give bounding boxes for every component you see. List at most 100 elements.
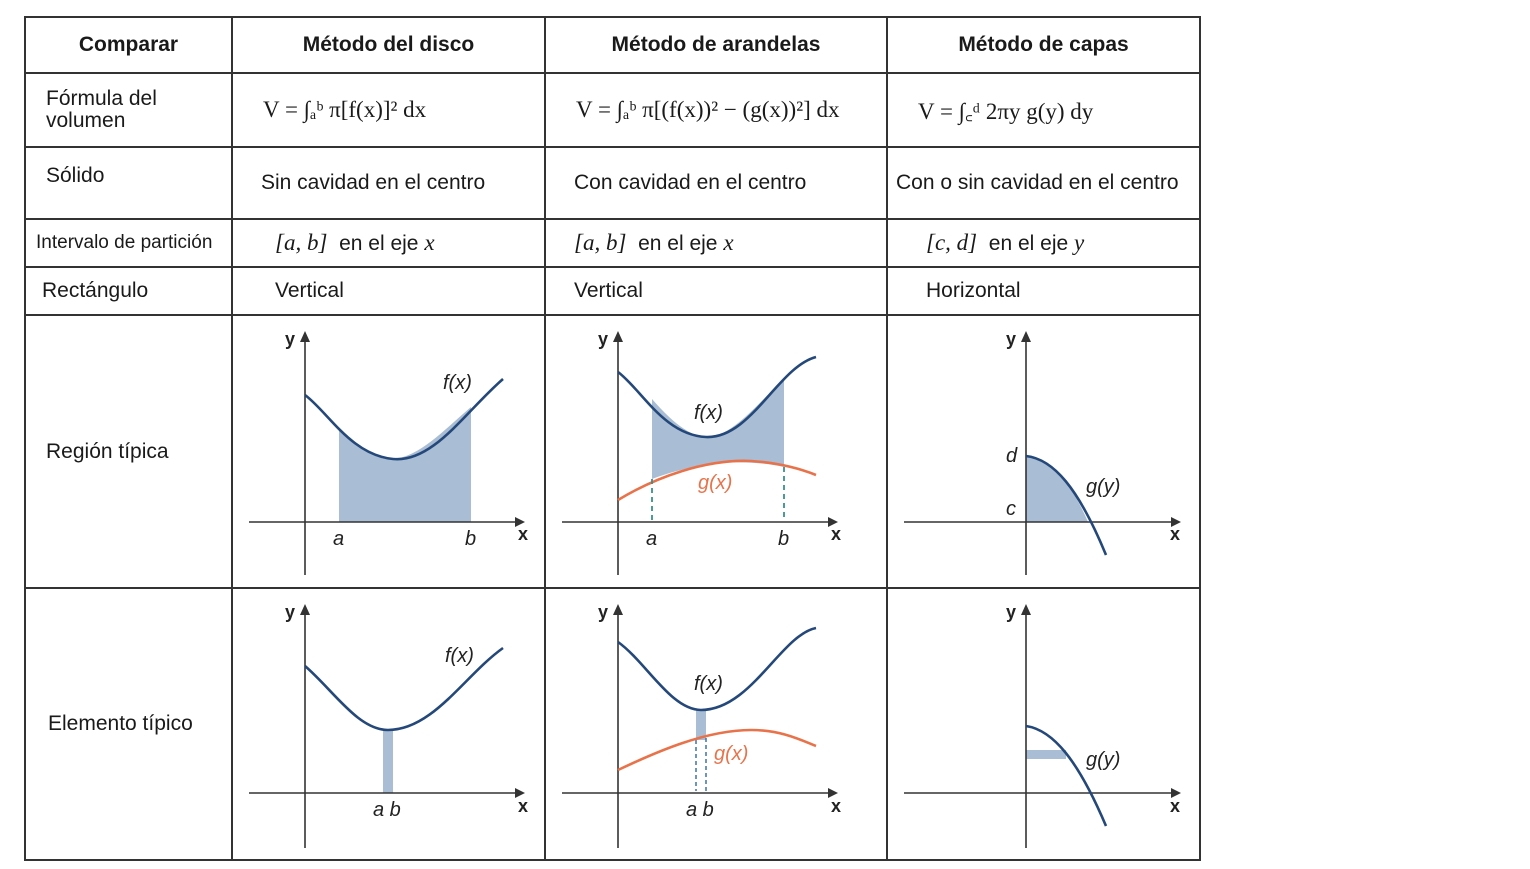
comparison-table: Comparar Método del disco Método de aran… (24, 16, 1201, 861)
solid-label: Sólido (24, 146, 233, 220)
washer-formula: V = ∫ₐᵇ π[(f(x))² − (g(x))²] dx (544, 72, 888, 148)
c-label: c (1006, 498, 1016, 520)
formula-row: Fórmula del volumen V = ∫ₐᵇ π[f(x)]² dx … (24, 72, 1201, 148)
shell-interval-text: en el eje (988, 232, 1069, 255)
x-axis-arrow-icon (828, 517, 838, 527)
f-label: f(x) (445, 645, 474, 667)
curve-f (304, 378, 504, 461)
a-label: a (333, 528, 344, 550)
shell-formula: V = ∫꜀ᵈ 2πy g(y) dy (886, 72, 1201, 148)
gy-label: g(y) (1086, 749, 1120, 771)
b-label: b (465, 528, 476, 550)
curve-g (617, 728, 817, 772)
header-compare: Comparar (24, 16, 233, 74)
shell-element-cell: x y g(y) (886, 587, 1201, 861)
disk-region-cell: x y f(x) a b (231, 314, 546, 589)
washer-element-rect (696, 710, 706, 740)
washer-interval-axis: x (723, 230, 734, 255)
washer-interval-value: [a, b] (574, 230, 627, 255)
washer-interval: [a, b] en el eje x (544, 218, 888, 268)
disk-element-rect (383, 730, 393, 793)
shell-solid: Con o sin cavidad en el centro (886, 146, 1201, 220)
solid-row: Sólido Sin cavidad en el centro Con cavi… (24, 146, 1201, 220)
x-axis-arrow-icon (1171, 788, 1181, 798)
disk-interval-value: [a, b] (275, 230, 328, 255)
interval-label: Intervalo de partición (24, 218, 233, 268)
x-axis-label: x (518, 796, 528, 816)
x-axis-arrow-icon (515, 517, 525, 527)
shell-interval-axis: y (1074, 230, 1085, 255)
header-shell-method: Método de capas (886, 16, 1201, 74)
x-axis-arrow-icon (828, 788, 838, 798)
g-label: g(x) (698, 472, 732, 494)
shell-region-cell: x y g(y) d c (886, 314, 1201, 589)
x-axis-label: x (518, 524, 528, 544)
shell-region-fill (1026, 456, 1088, 522)
disk-interval: [a, b] en el eje x (231, 218, 546, 268)
x-axis-label: x (1170, 524, 1180, 544)
ab-label: a b (373, 799, 401, 821)
y-axis-label: y (598, 329, 608, 349)
shell-element-rect (1026, 750, 1066, 759)
shell-interval: [c, d] en el eje y (886, 218, 1201, 268)
d-label: d (1006, 445, 1018, 467)
washer-element-cell: x y f(x) g(x) a b (544, 587, 888, 861)
washer-interval-text: en el eje (638, 232, 718, 255)
x-axis-arrow-icon (515, 788, 525, 798)
y-axis-label: y (598, 602, 608, 622)
curve-g (617, 459, 817, 502)
region-label: Región típica (24, 314, 233, 589)
y-axis-arrow-icon (1021, 331, 1031, 342)
washer-region-fill (652, 379, 784, 479)
formula-label-line1: Fórmula del (46, 87, 157, 110)
disk-interval-text: en el eje (339, 232, 419, 255)
a-label: a (646, 528, 657, 550)
y-axis-label: y (285, 602, 295, 622)
y-axis-label: y (1006, 602, 1016, 622)
element-row: Elemento típico x y f(x) a b (24, 587, 1201, 861)
y-axis-arrow-icon (300, 604, 310, 615)
rectangle-label: Rectángulo (24, 266, 233, 316)
y-axis-arrow-icon (1021, 604, 1031, 615)
formula-label-line2: volumen (46, 109, 126, 132)
curve-f (617, 626, 817, 712)
shell-element-graph: x y g(y) (904, 602, 1181, 848)
y-axis-label: y (285, 329, 295, 349)
y-axis-arrow-icon (613, 331, 623, 342)
f-label: f(x) (694, 402, 723, 424)
ab-label: a b (686, 799, 714, 821)
header-disk-method: Método del disco (231, 16, 546, 74)
washer-rectangle: Vertical (544, 266, 888, 316)
y-axis-label: y (1006, 329, 1016, 349)
curve-gy (1025, 454, 1108, 556)
disk-region-fill (339, 407, 471, 522)
f-label: f(x) (443, 372, 472, 394)
y-axis-arrow-icon (300, 331, 310, 342)
x-axis-label: x (831, 796, 841, 816)
gy-label: g(y) (1086, 476, 1120, 498)
disk-element-cell: x y f(x) a b (231, 587, 546, 861)
formula-label: Fórmula del volumen (24, 72, 233, 148)
shell-interval-value: [c, d] (926, 230, 978, 255)
washer-region-cell: x y f(x) g(x) a b (544, 314, 888, 589)
header-washer-method: Método de arandelas (544, 16, 888, 74)
f-label: f(x) (694, 673, 723, 695)
rectangle-row: Rectángulo Vertical Vertical Horizontal (24, 266, 1201, 316)
disk-interval-axis: x (424, 230, 435, 255)
disk-region-graph: x y f(x) a b (249, 329, 528, 575)
header-row: Comparar Método del disco Método de aran… (24, 16, 1201, 74)
x-axis-label: x (831, 524, 841, 544)
shell-rectangle: Horizontal (886, 266, 1201, 316)
element-label: Elemento típico (24, 587, 233, 861)
interval-row: Intervalo de partición [a, b] en el eje … (24, 218, 1201, 268)
disk-element-graph: x y f(x) a b (249, 602, 528, 848)
y-axis-arrow-icon (613, 604, 623, 615)
washer-region-graph: x y f(x) g(x) a b (562, 329, 841, 575)
washer-element-graph: x y f(x) g(x) a b (562, 602, 841, 848)
washer-solid: Con cavidad en el centro (544, 146, 888, 220)
disk-solid: Sin cavidad en el centro (231, 146, 546, 220)
x-axis-arrow-icon (1171, 517, 1181, 527)
curve-gy (1025, 724, 1108, 827)
region-row: Región típica x y f(x) a b (24, 314, 1201, 589)
g-label: g(x) (714, 743, 748, 765)
